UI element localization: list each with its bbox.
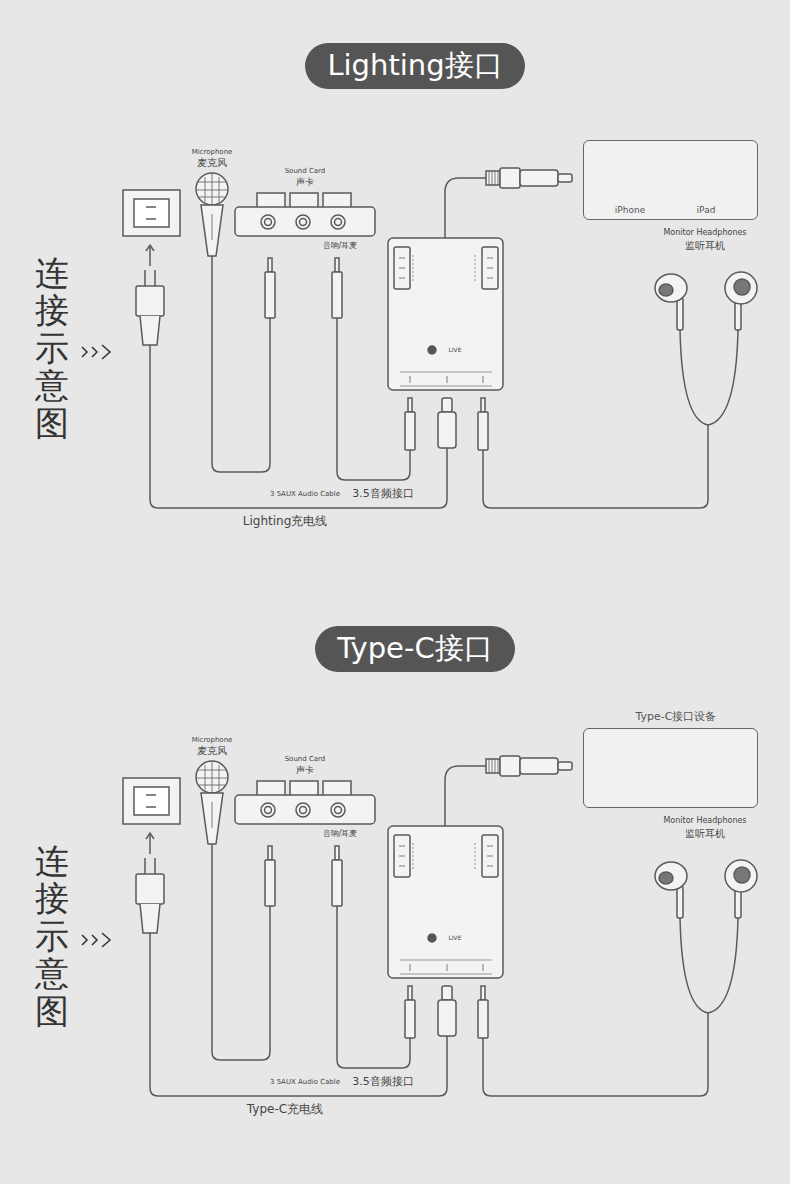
cable-name: 3 5AUX Audio Cable bbox=[270, 1078, 340, 1086]
part-name: Sound Card bbox=[285, 755, 326, 763]
device-label: Type-C接口设备 bbox=[636, 709, 717, 724]
device-mark: LIVE bbox=[448, 347, 461, 354]
part-name: 监听耳机 bbox=[685, 240, 725, 252]
port-name: 音响/耳麦 bbox=[323, 241, 358, 250]
title-pill: Type-C接口 bbox=[315, 626, 514, 672]
part-name: Microphone bbox=[192, 148, 233, 156]
part-name: 监听耳机 bbox=[685, 828, 725, 840]
cable-name: 3.5音频接口 bbox=[352, 488, 414, 501]
device-label: iPad bbox=[697, 205, 716, 215]
section-caption: 连接示意图 bbox=[35, 843, 69, 1030]
device-box: Type-C接口设备 bbox=[583, 728, 758, 808]
cable-name: 3 5AUX Audio Cable bbox=[270, 490, 340, 498]
section-caption: 连接示意图 bbox=[35, 255, 69, 442]
part-name: Monitor Headphones bbox=[663, 816, 746, 825]
cable-name: Lighting充电线 bbox=[243, 515, 328, 529]
device-box: iPhone iPad bbox=[583, 140, 758, 220]
device-label: iPhone bbox=[615, 205, 645, 215]
part-name: Microphone bbox=[192, 736, 233, 744]
part-name: Monitor Headphones bbox=[663, 228, 746, 237]
port-name: 音响/耳麦 bbox=[323, 829, 358, 838]
device-mark: LIVE bbox=[448, 935, 461, 942]
title-text: Type-C接口 bbox=[337, 629, 492, 669]
part-name: Sound Card bbox=[285, 167, 326, 175]
part-name: 麦克风 bbox=[197, 745, 227, 757]
part-name: 声卡 bbox=[296, 177, 314, 187]
title-text: Lighting接口 bbox=[327, 46, 502, 86]
title-pill: Lighting接口 bbox=[305, 43, 524, 89]
part-name: 麦克风 bbox=[197, 157, 227, 169]
part-name: 声卡 bbox=[296, 765, 314, 775]
cable-name: 3.5音频接口 bbox=[352, 1076, 414, 1089]
cable-name: Type-C充电线 bbox=[247, 1103, 323, 1117]
